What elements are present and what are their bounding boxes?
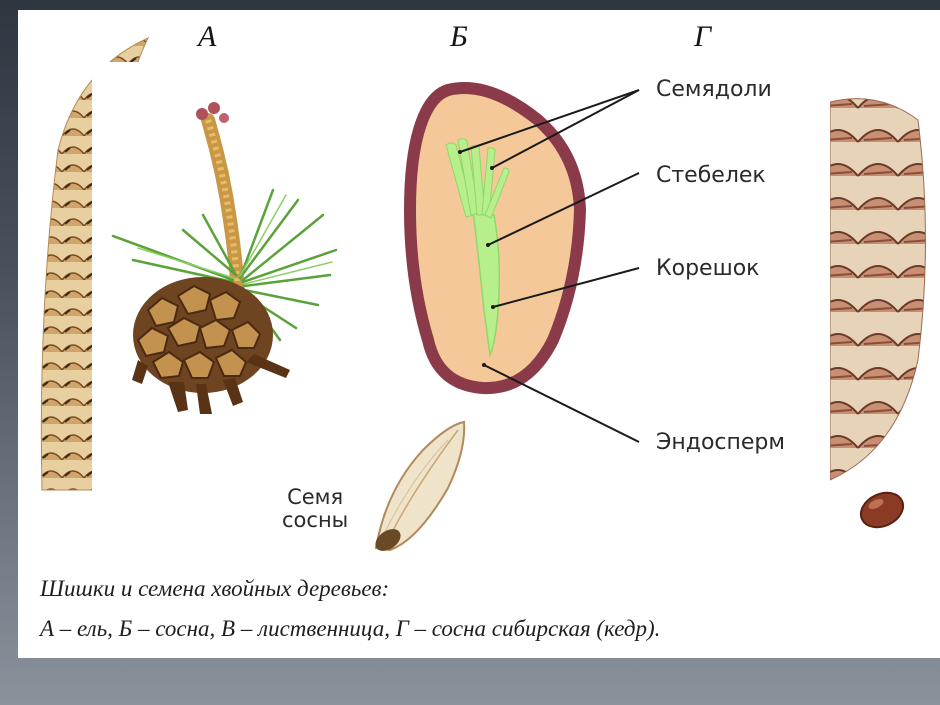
winged-seed-illustration xyxy=(374,420,466,552)
caption-line2: А – ель, Б – сосна, В – лиственница, Г –… xyxy=(40,616,661,641)
seed-label-line2: сосны xyxy=(282,508,349,532)
label-endosperm: Эндосперм xyxy=(656,430,785,455)
seed-label: Семя сосны xyxy=(282,486,348,532)
panel-letter-a: А xyxy=(198,20,217,53)
diagram-drawing xyxy=(111,82,640,552)
panel-letter-g: Г xyxy=(694,20,712,53)
label-root: Корешок xyxy=(656,256,760,281)
seed-label-line1: Семя xyxy=(287,485,344,509)
seed-section-illustration xyxy=(404,82,640,443)
slide: А Б Г xyxy=(18,10,940,658)
pine-cone-drawing xyxy=(132,277,290,414)
panel-letter-b: Б xyxy=(450,20,468,53)
label-stem: Стебелек xyxy=(656,163,766,188)
caption-line1: Шишки и семена хвойных деревьев: xyxy=(40,576,390,601)
pine-branch-illustration xyxy=(111,102,338,414)
label-cotyledons: Семядоли xyxy=(656,77,772,102)
